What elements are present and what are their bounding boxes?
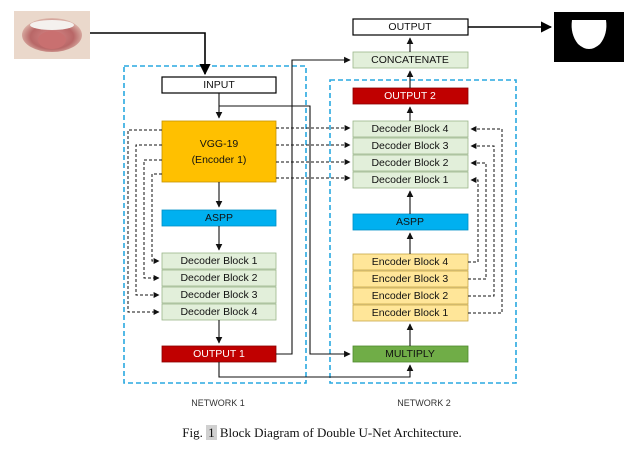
- output-mask-image: [554, 12, 624, 62]
- vgg19-label: VGG-19: [200, 138, 239, 150]
- dashed-skip-connections: [127, 125, 503, 315]
- vgg19-encoder-block: [161, 120, 277, 183]
- n2-decoder-label-4: Decoder Block 4: [371, 123, 448, 135]
- final-output-label: OUTPUT: [388, 21, 432, 33]
- skip-enc1-to-dec4: [468, 126, 503, 314]
- n1-decoder-block-1: [161, 252, 277, 270]
- multiply-label: MULTIPLY: [385, 348, 435, 360]
- n2-decoder-label-1: Decoder Block 1: [371, 174, 448, 186]
- network1-label: NETWORK 1: [191, 398, 245, 408]
- n1-decoder-block-3: [161, 286, 277, 304]
- arrow-output1-to-concatenate: [276, 56, 351, 355]
- network2-label: NETWORK 2: [397, 398, 451, 408]
- network2-container: [329, 79, 517, 384]
- arrow-image-to-input: [90, 32, 211, 76]
- caption-text: Block Diagram of Double U-Net Architectu…: [219, 425, 462, 440]
- caption-number: 1: [206, 425, 217, 440]
- figure-caption: Fig. 1 Block Diagram of Double U-Net Arc…: [0, 425, 644, 441]
- n2-decoder-block-3: [352, 137, 469, 155]
- aspp-label-network1: ASPP: [205, 212, 233, 224]
- network1-container: [123, 65, 307, 384]
- n2-decoder-label-3: Decoder Block 3: [371, 140, 448, 152]
- skip-enc2-to-dec3: [468, 143, 495, 297]
- skip-vgg-to-n1-dec2: [143, 159, 162, 281]
- n2-encoder-label-4: Encoder Block 4: [372, 256, 449, 268]
- input-tongue-photo: [14, 11, 90, 59]
- n1-decoder-label-3: Decoder Block 3: [180, 289, 257, 301]
- concatenate-label: CONCATENATE: [371, 54, 449, 66]
- encoder1-label: (Encoder 1): [192, 154, 247, 166]
- n2-encoder-label-3: Encoder Block 3: [372, 273, 449, 285]
- network2-decoder-group: Decoder Block 4 Decoder Block 3 Decoder …: [352, 120, 469, 189]
- skip-vgg-to-n1-dec4: [127, 129, 162, 315]
- skip-vgg-to-n1-dec3: [135, 144, 162, 298]
- n2-decoder-block-1: [352, 171, 469, 189]
- skip-vgg-to-n1-dec1: [151, 173, 162, 264]
- n2-encoder-label-1: Encoder Block 1: [372, 307, 449, 319]
- n1-decoder-label-1: Decoder Block 1: [180, 255, 257, 267]
- skip-enc4-to-dec1: [468, 177, 479, 263]
- skip-enc3-to-dec2: [468, 160, 487, 280]
- arrow-output1-to-multiply: [218, 362, 414, 378]
- network2-encoder-group: Encoder Block 4 Encoder Block 3 Encoder …: [352, 253, 469, 322]
- n2-encoder-label-2: Encoder Block 2: [372, 290, 449, 302]
- n2-decoder-label-2: Decoder Block 2: [371, 157, 448, 169]
- network1-decoder-group: Decoder Block 1 Decoder Block 2 Decoder …: [161, 252, 277, 321]
- solid-connections: [90, 21, 553, 378]
- n1-decoder-label-4: Decoder Block 4: [180, 306, 257, 318]
- n1-decoder-block-2: [161, 269, 277, 287]
- n1-decoder-label-2: Decoder Block 2: [180, 272, 257, 284]
- n2-decoder-block-2: [352, 154, 469, 172]
- aspp-label-network2: ASPP: [396, 216, 424, 228]
- caption-prefix: Fig.: [182, 425, 203, 440]
- output2-label: OUTPUT 2: [384, 90, 436, 102]
- input-label: INPUT: [203, 79, 235, 91]
- output1-label: OUTPUT 1: [193, 348, 245, 360]
- arrow-input-bypass-to-multiply: [219, 105, 351, 358]
